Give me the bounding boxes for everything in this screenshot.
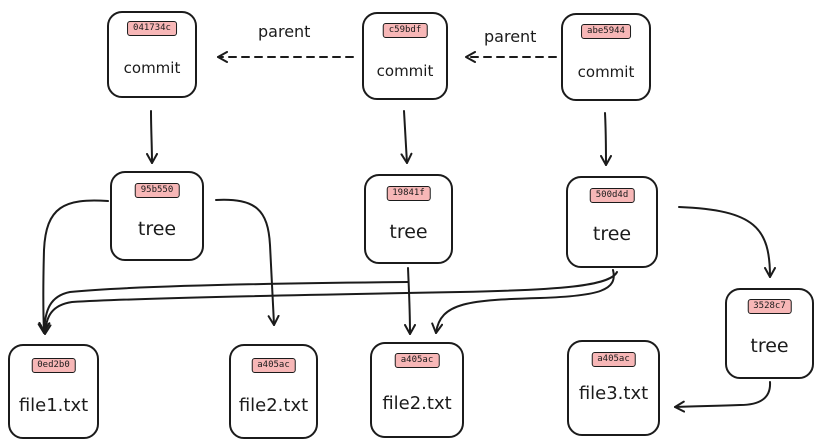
tree-hash: 19841f <box>386 186 431 201</box>
tree-node[interactable]: 19841f tree <box>364 174 453 264</box>
edge-commit-c59bdf-to-tree-19841f <box>400 110 413 164</box>
commit-label: commit <box>376 62 434 80</box>
edge-tree-95b550-to-file1 <box>37 199 109 334</box>
blob-node[interactable]: 0ed2b0 file1.txt <box>8 344 99 439</box>
commit-label: commit <box>123 59 181 77</box>
commit-hash: 041734c <box>127 21 177 36</box>
parent-label: parent <box>484 27 537 46</box>
blob-node[interactable]: a405ac file2.txt <box>370 342 464 438</box>
blob-hash: a405ac <box>591 352 636 367</box>
edge-tree-500d4d-to-tree-3528c7 <box>678 206 776 278</box>
commit-hash: c59bdf <box>382 23 428 38</box>
tree-node[interactable]: 3528c7 tree <box>725 288 814 379</box>
tree-label: tree <box>750 335 789 357</box>
commit-node[interactable]: abe5944 commit <box>561 13 651 101</box>
tree-hash: 95b550 <box>134 183 180 198</box>
tree-label: tree <box>137 218 177 240</box>
file-name: file2.txt <box>238 395 309 416</box>
edge-tree-3528c7-to-file3 <box>674 381 772 413</box>
blob-hash: 0ed2b0 <box>31 358 76 373</box>
commit-hash: abe5944 <box>581 24 631 39</box>
blob-hash: a405ac <box>251 358 296 373</box>
edge-tree-19841f-to-file1 <box>38 281 409 333</box>
tree-label: tree <box>592 223 632 245</box>
parent-label: parent <box>258 22 311 41</box>
file-name: file1.txt <box>18 395 89 416</box>
commit-label: commit <box>577 63 635 81</box>
blob-node[interactable]: a405ac file2.txt <box>229 344 318 439</box>
edge-tree-19841f-to-file2 <box>403 267 416 335</box>
blob-hash: a405ac <box>394 353 440 368</box>
file-name: file3.txt <box>578 383 649 404</box>
edge-tree-500d4d-to-file1 <box>39 271 618 335</box>
file-name: file2.txt <box>382 393 452 414</box>
tree-node[interactable]: 500d4d tree <box>566 176 658 268</box>
commit-node[interactable]: 041734c commit <box>107 11 197 98</box>
tree-hash: 500d4d <box>589 188 635 203</box>
commit-node[interactable]: c59bdf commit <box>362 12 448 100</box>
tree-label: tree <box>389 221 428 243</box>
edge-commit-abe5944-to-tree-500d4d <box>599 112 612 166</box>
blob-node[interactable]: a405ac file3.txt <box>567 340 660 436</box>
tree-hash: 3528c7 <box>747 299 792 314</box>
tree-node[interactable]: 95b550 tree <box>110 171 204 261</box>
edge-commit-041734c-to-tree-95b550 <box>145 110 158 164</box>
edge-tree-500d4d-to-file2 <box>431 269 615 334</box>
edge-tree-95b550-to-file2 <box>215 198 280 326</box>
